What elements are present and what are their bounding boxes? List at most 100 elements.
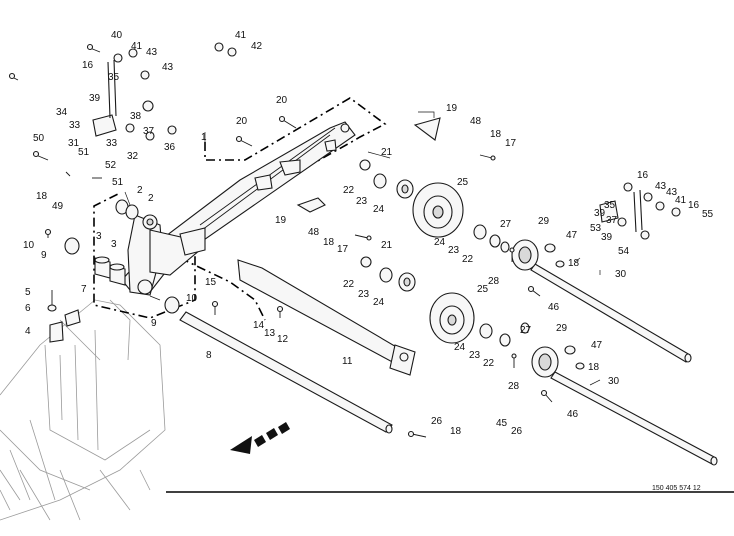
pulley-29-lower <box>531 346 559 378</box>
roller-25-upper <box>412 182 464 238</box>
callout: 23 <box>356 196 368 207</box>
drawing-number: 150 405 574 12 <box>652 485 701 492</box>
bracket-19-lower <box>296 197 326 213</box>
callout: 7 <box>81 284 87 295</box>
callout: 18 <box>490 129 502 140</box>
callout: 55 <box>702 209 714 220</box>
shaft-8 <box>179 311 393 434</box>
callout: 11 <box>342 356 353 367</box>
callout: 29 <box>556 323 568 334</box>
callout: 51 <box>78 147 90 158</box>
callout: 25 <box>477 284 489 295</box>
callout: 22 <box>462 254 474 265</box>
callout: 26 <box>511 426 523 437</box>
callout: 22 <box>343 185 355 196</box>
callout: 34 <box>56 107 68 118</box>
callout: 6 <box>25 303 31 314</box>
callout: 21 <box>381 147 393 158</box>
callout: 41 <box>131 41 143 52</box>
callout: 9 <box>41 250 47 261</box>
callout: 43 <box>655 181 667 192</box>
callout: 2 <box>148 193 154 204</box>
callout: 18 <box>323 237 335 248</box>
callout: 8 <box>206 350 212 361</box>
callout: 41 <box>235 30 247 41</box>
callout: 38 <box>130 111 142 122</box>
callout: 24 <box>434 237 446 248</box>
callout: 35 <box>604 200 616 211</box>
callout: 43 <box>146 47 158 58</box>
callout: 23 <box>469 350 481 361</box>
callout: 48 <box>308 227 320 238</box>
callout: 12 <box>277 334 289 345</box>
callout: 29 <box>538 216 550 227</box>
callout: 43 <box>666 187 678 198</box>
callout: 52 <box>105 160 117 171</box>
callout: 3 <box>96 231 102 242</box>
callout: 5 <box>25 287 31 298</box>
callout: 27 <box>520 325 532 336</box>
shaft-30-lower <box>550 371 718 466</box>
callout-labels: 40 41 43 16 41 42 43 35 39 34 33 38 31 3… <box>23 30 714 437</box>
callout: 33 <box>106 138 118 149</box>
bracket-group-right <box>599 182 681 240</box>
callout: 23 <box>358 289 370 300</box>
callout: 16 <box>688 200 700 211</box>
callout: 20 <box>276 95 288 106</box>
callout: 9 <box>151 318 157 329</box>
bracket-group-top-left <box>92 42 237 141</box>
shaft-30-upper <box>530 263 692 363</box>
callout: 1 <box>201 132 207 143</box>
dashed-leader-lower <box>179 257 266 321</box>
callout: 41 <box>675 195 687 206</box>
callout: 4 <box>25 326 31 337</box>
callout: 46 <box>548 302 560 313</box>
callout: 25 <box>457 177 469 188</box>
leader-lines <box>124 111 601 386</box>
callout: 36 <box>164 142 176 153</box>
callout: 37 <box>606 215 618 226</box>
callout: 37 <box>143 126 155 137</box>
callout: 40 <box>111 30 123 41</box>
callout: 19 <box>446 103 458 114</box>
callout: 18 <box>588 362 600 373</box>
small-fasteners-left <box>47 290 81 343</box>
callout: 49 <box>52 201 64 212</box>
callout: 39 <box>89 93 101 104</box>
callout: 47 <box>591 340 603 351</box>
callout: 21 <box>381 240 393 251</box>
callout: 22 <box>343 279 355 290</box>
shaft-11 <box>237 259 416 376</box>
callout: 20 <box>236 116 248 127</box>
callout: 27 <box>500 219 512 230</box>
callout: 30 <box>608 376 620 387</box>
callout: 10 <box>186 293 198 304</box>
callout: 54 <box>618 246 630 257</box>
callout: 45 <box>496 418 508 429</box>
callout: 42 <box>251 41 263 52</box>
callout: 26 <box>431 416 443 427</box>
callout: 46 <box>567 409 579 420</box>
callout: 16 <box>82 60 94 71</box>
callout: 18 <box>450 426 462 437</box>
callout: 17 <box>505 138 517 149</box>
bolts <box>8 43 553 438</box>
callout: 13 <box>264 328 276 339</box>
callout: 28 <box>488 276 500 287</box>
callout: 47 <box>566 230 578 241</box>
callout: 32 <box>127 151 139 162</box>
callout: 43 <box>162 62 174 73</box>
callout: 17 <box>337 244 349 255</box>
callout: 39 <box>594 208 606 219</box>
callout: 14 <box>253 320 265 331</box>
callout: 24 <box>373 204 385 215</box>
callout: 31 <box>68 138 80 149</box>
callout: 16 <box>637 170 649 181</box>
roller-25-lower <box>429 292 475 344</box>
callout: 48 <box>470 116 482 127</box>
callout: 24 <box>373 297 385 308</box>
callout: 39 <box>601 232 613 243</box>
callout: 35 <box>108 72 120 83</box>
callout: 24 <box>454 342 466 353</box>
